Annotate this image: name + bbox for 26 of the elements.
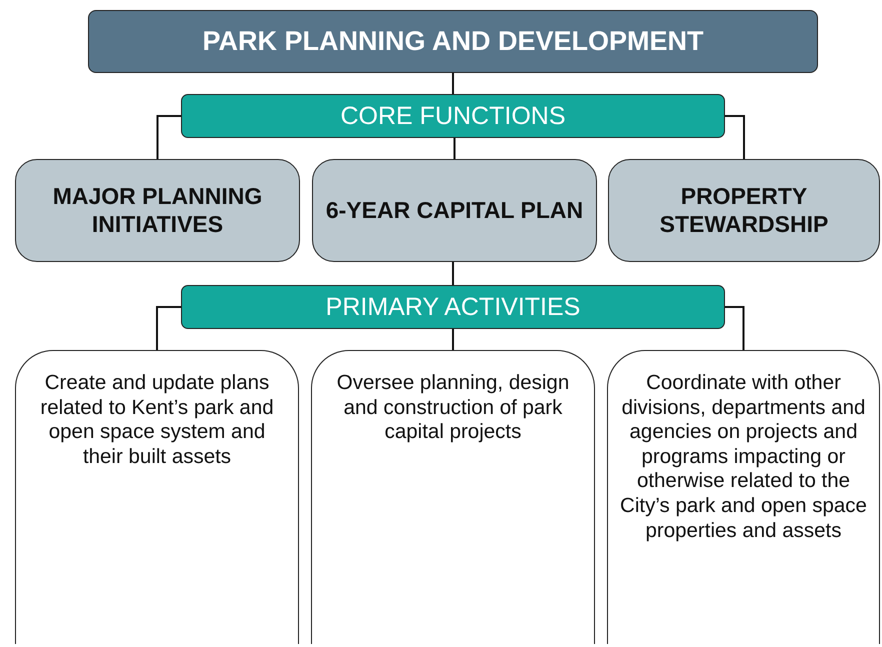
connector-line [454,138,456,159]
function-box [312,159,597,262]
connector-line [156,306,181,350]
node-text: Create and update plans related to Kent’s park and open space system and their built assets [39,371,275,470]
connector-line [725,306,744,350]
activity-box [15,350,299,644]
node-text: PRIMARY ACTIVITIES [326,292,580,322]
function-box [608,159,880,262]
node-text: Coordinate with other divisions, departments and agencies on projects and programs impacting or otherwise related to the City’s park and open space properties and assets [620,371,867,544]
connector-line [725,115,745,159]
node-text: MAJOR PLANNING INITIATIVES [52,182,264,238]
connector-line [452,329,454,350]
title-box [88,10,818,73]
connector-line [452,73,454,94]
section-band [181,94,725,138]
node-text: CORE FUNCTIONS [340,102,566,130]
activity-box [607,350,880,644]
node-text: 6-YEAR CAPITAL PLAN [326,196,584,224]
activity-box [311,350,595,644]
node-text: Oversee planning, design and construction of park capital projects [336,371,570,445]
node-text: PARK PLANNING AND DEVELOPMENT [202,26,704,57]
connector-line [452,262,454,285]
function-box [15,159,300,262]
node-text: PROPERTY STEWARDSHIP [658,182,830,238]
section-band [181,285,725,329]
connector-line [156,115,181,159]
